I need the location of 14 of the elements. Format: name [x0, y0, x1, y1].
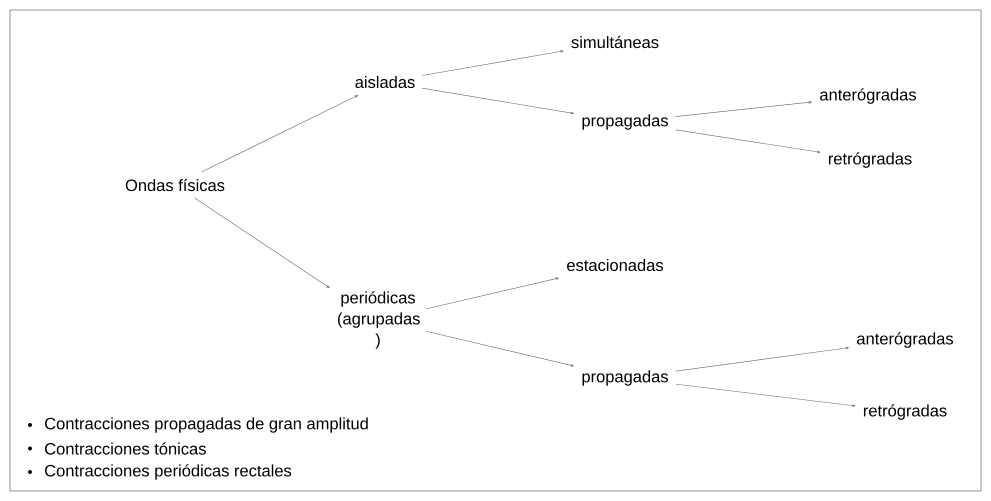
- term-label: retrógradas: [828, 152, 912, 168]
- term-label: periódicas (agrupadas ): [338, 291, 420, 349]
- term-label: anterógradas: [820, 88, 916, 104]
- bullet-item: Contracciones tónicas: [28, 442, 206, 455]
- term-label: retrógradas: [864, 404, 947, 420]
- term-label: propagadas: [582, 370, 668, 386]
- term-label: anterógradas: [857, 332, 954, 348]
- term-label: aisladas: [355, 76, 415, 88]
- bullet-item: Contracciones propagadas de gran amplitud: [28, 417, 368, 433]
- term-label: propagadas: [582, 114, 668, 130]
- term-label: estacionadas: [567, 258, 663, 272]
- term-label: Ondas físicas: [126, 178, 224, 192]
- term-label: simultáneas: [571, 36, 658, 48]
- bullet-item: Contracciones periódicas rectales: [28, 464, 292, 480]
